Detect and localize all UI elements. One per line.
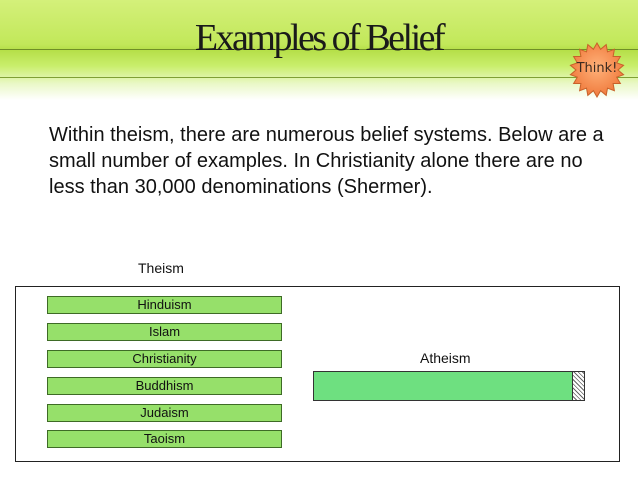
badge-label: Think! <box>576 61 618 76</box>
starburst-icon <box>569 42 625 98</box>
theism-label: Theism <box>138 260 184 276</box>
belief-item-buddhism: Buddhism <box>47 377 282 395</box>
think-badge: Think! <box>566 42 628 98</box>
header-line-top <box>0 49 638 50</box>
belief-item-christianity: Christianity <box>47 350 282 368</box>
slide-title: Examples of Belief <box>194 17 446 59</box>
belief-item-judaism: Judaism <box>47 404 282 422</box>
belief-item-islam: Islam <box>47 323 282 341</box>
header-band <box>0 0 638 100</box>
belief-item-hinduism: Hinduism <box>47 296 282 314</box>
atheism-bar-hatch <box>572 372 584 400</box>
atheism-bar <box>313 371 585 401</box>
atheism-label: Atheism <box>420 350 471 366</box>
belief-item-taoism: Taoism <box>47 430 282 448</box>
diagram-frame <box>15 286 620 462</box>
header-line-bottom <box>0 77 638 78</box>
body-text: Within theism, there are numerous belief… <box>49 124 604 198</box>
